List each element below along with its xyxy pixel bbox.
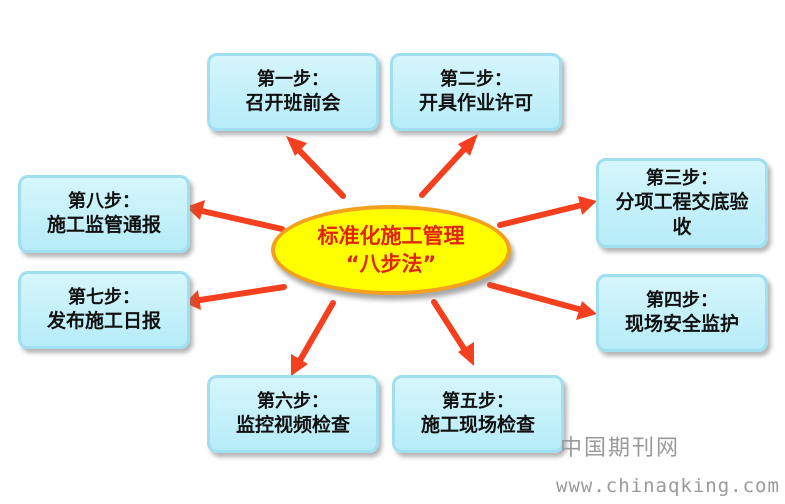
step-2-text: 开具作业许可 [418, 92, 533, 115]
step-2-number: 第二步： [440, 68, 512, 90]
step-1-number: 第一步： [257, 68, 329, 90]
step-3-text: 分项工程交底验收 [615, 191, 749, 238]
center-ellipse: 标准化施工管理 “八步法” [271, 205, 511, 295]
arrowhead-step-1 [286, 136, 307, 156]
center-title: 标准化施工管理 [317, 223, 465, 248]
center-subtitle: “八步法” [345, 252, 437, 276]
step-8-text: 施工监管通报 [46, 214, 161, 237]
step-4-box: 第四步： 现场安全监护 [596, 274, 768, 352]
arrowhead-step-7 [185, 290, 201, 310]
arrow-step-3 [497, 202, 585, 228]
step-5-number: 第五步： [442, 390, 514, 412]
step-7-box: 第七步： 发布施工日报 [18, 271, 190, 349]
step-2-box: 第二步： 开具作业许可 [390, 53, 562, 131]
arrow-step-7 [197, 284, 287, 303]
step-8-box: 第八步： 施工监管通报 [18, 175, 190, 253]
step-3-number: 第三步： [646, 167, 718, 189]
arrowhead-step-3 [578, 196, 597, 215]
arrow-step-5 [431, 299, 469, 355]
watermark-cn: 中国期刊网 [560, 436, 681, 461]
arrow-step-8 [199, 208, 285, 232]
arrow-step-2 [419, 142, 471, 198]
arrowhead-step-2 [458, 134, 478, 156]
step-4-number: 第四步： [646, 289, 718, 311]
watermark-url: www.chinaqking.com [556, 475, 780, 497]
step-6-box: 第六步： 监控视频检查 [207, 375, 379, 453]
step-7-text: 发布施工日报 [46, 310, 161, 333]
step-5-text: 施工现场检查 [420, 414, 535, 437]
step-8-number: 第八步： [68, 190, 140, 212]
arrowhead-step-5 [458, 342, 474, 366]
step-3-box: 第三步： 分项工程交底验收 [596, 158, 768, 248]
step-4-text: 现场安全监护 [624, 313, 739, 336]
step-5-box: 第五步： 施工现场检查 [392, 375, 564, 453]
step-1-box: 第一步： 召开班前会 [207, 53, 379, 131]
arrowhead-step-8 [186, 200, 205, 220]
arrow-step-4 [487, 282, 585, 313]
arrowhead-step-6 [291, 354, 308, 376]
arrow-step-1 [293, 144, 346, 199]
step-6-text: 监控视频检查 [235, 414, 350, 437]
step-7-number: 第七步： [68, 286, 140, 308]
step-1-text: 召开班前会 [245, 92, 341, 115]
arrowhead-step-4 [576, 301, 597, 320]
step-6-number: 第六步： [257, 390, 329, 412]
arrow-step-6 [296, 300, 336, 365]
